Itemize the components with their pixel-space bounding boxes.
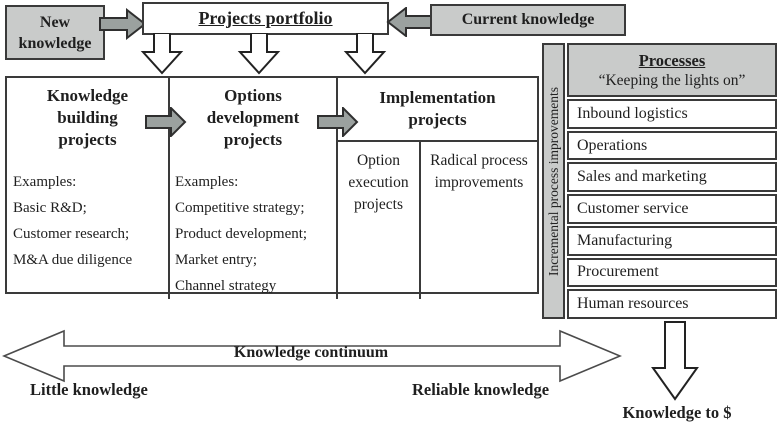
projects-portfolio-label: Projects portfolio [198,8,333,28]
example-item: Basic R&D; [13,200,87,216]
process-row: Sales and marketing [567,162,777,193]
column-flow-arrow-icon [145,107,187,137]
knowledge-to-money-arrow-icon [651,321,699,401]
implementation-subcolumns: Option execution projects Radical proces… [338,142,537,299]
incremental-improvements-bar: Incremental process improvements [542,43,565,319]
processes-header: Processes “Keeping the lights on” [567,43,777,97]
process-row: Procurement [567,257,777,288]
example-item: Competitive strategy; [175,200,305,216]
portfolio-down-arrow-icon [343,33,387,75]
process-label: Customer service [577,200,689,218]
projects-grid: Knowledge building projects Examples: Ba… [5,76,539,299]
incremental-improvements-label: Incremental process improvements [545,86,561,276]
examples-label: Examples: [13,174,77,190]
current-knowledge-box: Current knowledge [430,4,626,36]
column-examples: Examples: Competitive strategy; Product … [170,169,336,299]
current-knowledge-arrow-icon [386,7,434,37]
process-label: Procurement [577,263,659,281]
column-title: Options development projects [206,86,300,149]
projects-portfolio-box: Projects portfolio [142,2,389,35]
example-item: Market entry; [175,252,258,268]
process-row: Operations [567,130,777,161]
process-label: Operations [577,136,648,154]
process-label: Manufacturing [577,231,673,249]
example-item: Customer research; [13,226,130,242]
option-execution-cell: Option execution projects [338,142,421,299]
process-row: Customer service [567,194,777,224]
new-knowledge-arrow-icon [99,8,147,40]
new-knowledge-box: New knowledge [5,5,105,60]
processes-table: Processes “Keeping the lights on” Inboun… [567,43,777,320]
examples-label: Examples: [175,174,239,190]
process-row: Human resources [567,289,777,320]
current-knowledge-label: Current knowledge [461,11,595,28]
example-item: Product development; [175,226,308,242]
process-row: Inbound logistics [567,99,777,129]
knowledge-building-column: Knowledge building projects Examples: Ba… [7,78,170,299]
new-knowledge-label: New knowledge [18,13,92,52]
process-label: Sales and marketing [577,168,707,186]
knowledge-continuum-label: Knowledge continuum [233,344,389,361]
subcolumn-label: Radical process improvements [430,152,528,191]
options-development-column: Options development projects Examples: C… [170,78,338,299]
knowledge-to-money-label: Knowledge to $ [622,403,732,422]
implementation-header: Implementation projects [338,78,537,142]
processes-title: Processes [638,51,706,70]
knowledge-continuum-arrow-icon [2,329,622,383]
column-examples: Examples: Basic R&D; Customer research; … [7,169,168,273]
process-label: Inbound logistics [577,104,688,122]
portfolio-down-arrow-icon [237,33,281,75]
radical-process-cell: Radical process improvements [421,142,537,299]
portfolio-down-arrow-icon [140,33,184,75]
process-row: Manufacturing [567,225,777,256]
column-title: Knowledge building projects [46,86,129,149]
process-label: Human resources [577,295,689,313]
little-knowledge-label: Little knowledge [30,380,148,399]
example-item: M&A due diligence [13,252,133,268]
column-flow-arrow-icon [317,107,359,137]
implementation-column: Implementation projects Option execution… [338,78,537,299]
processes-subtitle: “Keeping the lights on” [598,72,746,89]
subcolumn-label: Option execution projects [348,152,409,213]
reliable-knowledge-label: Reliable knowledge [412,380,550,399]
column-title: Implementation projects [379,88,496,129]
example-item: Channel strategy [175,278,277,294]
